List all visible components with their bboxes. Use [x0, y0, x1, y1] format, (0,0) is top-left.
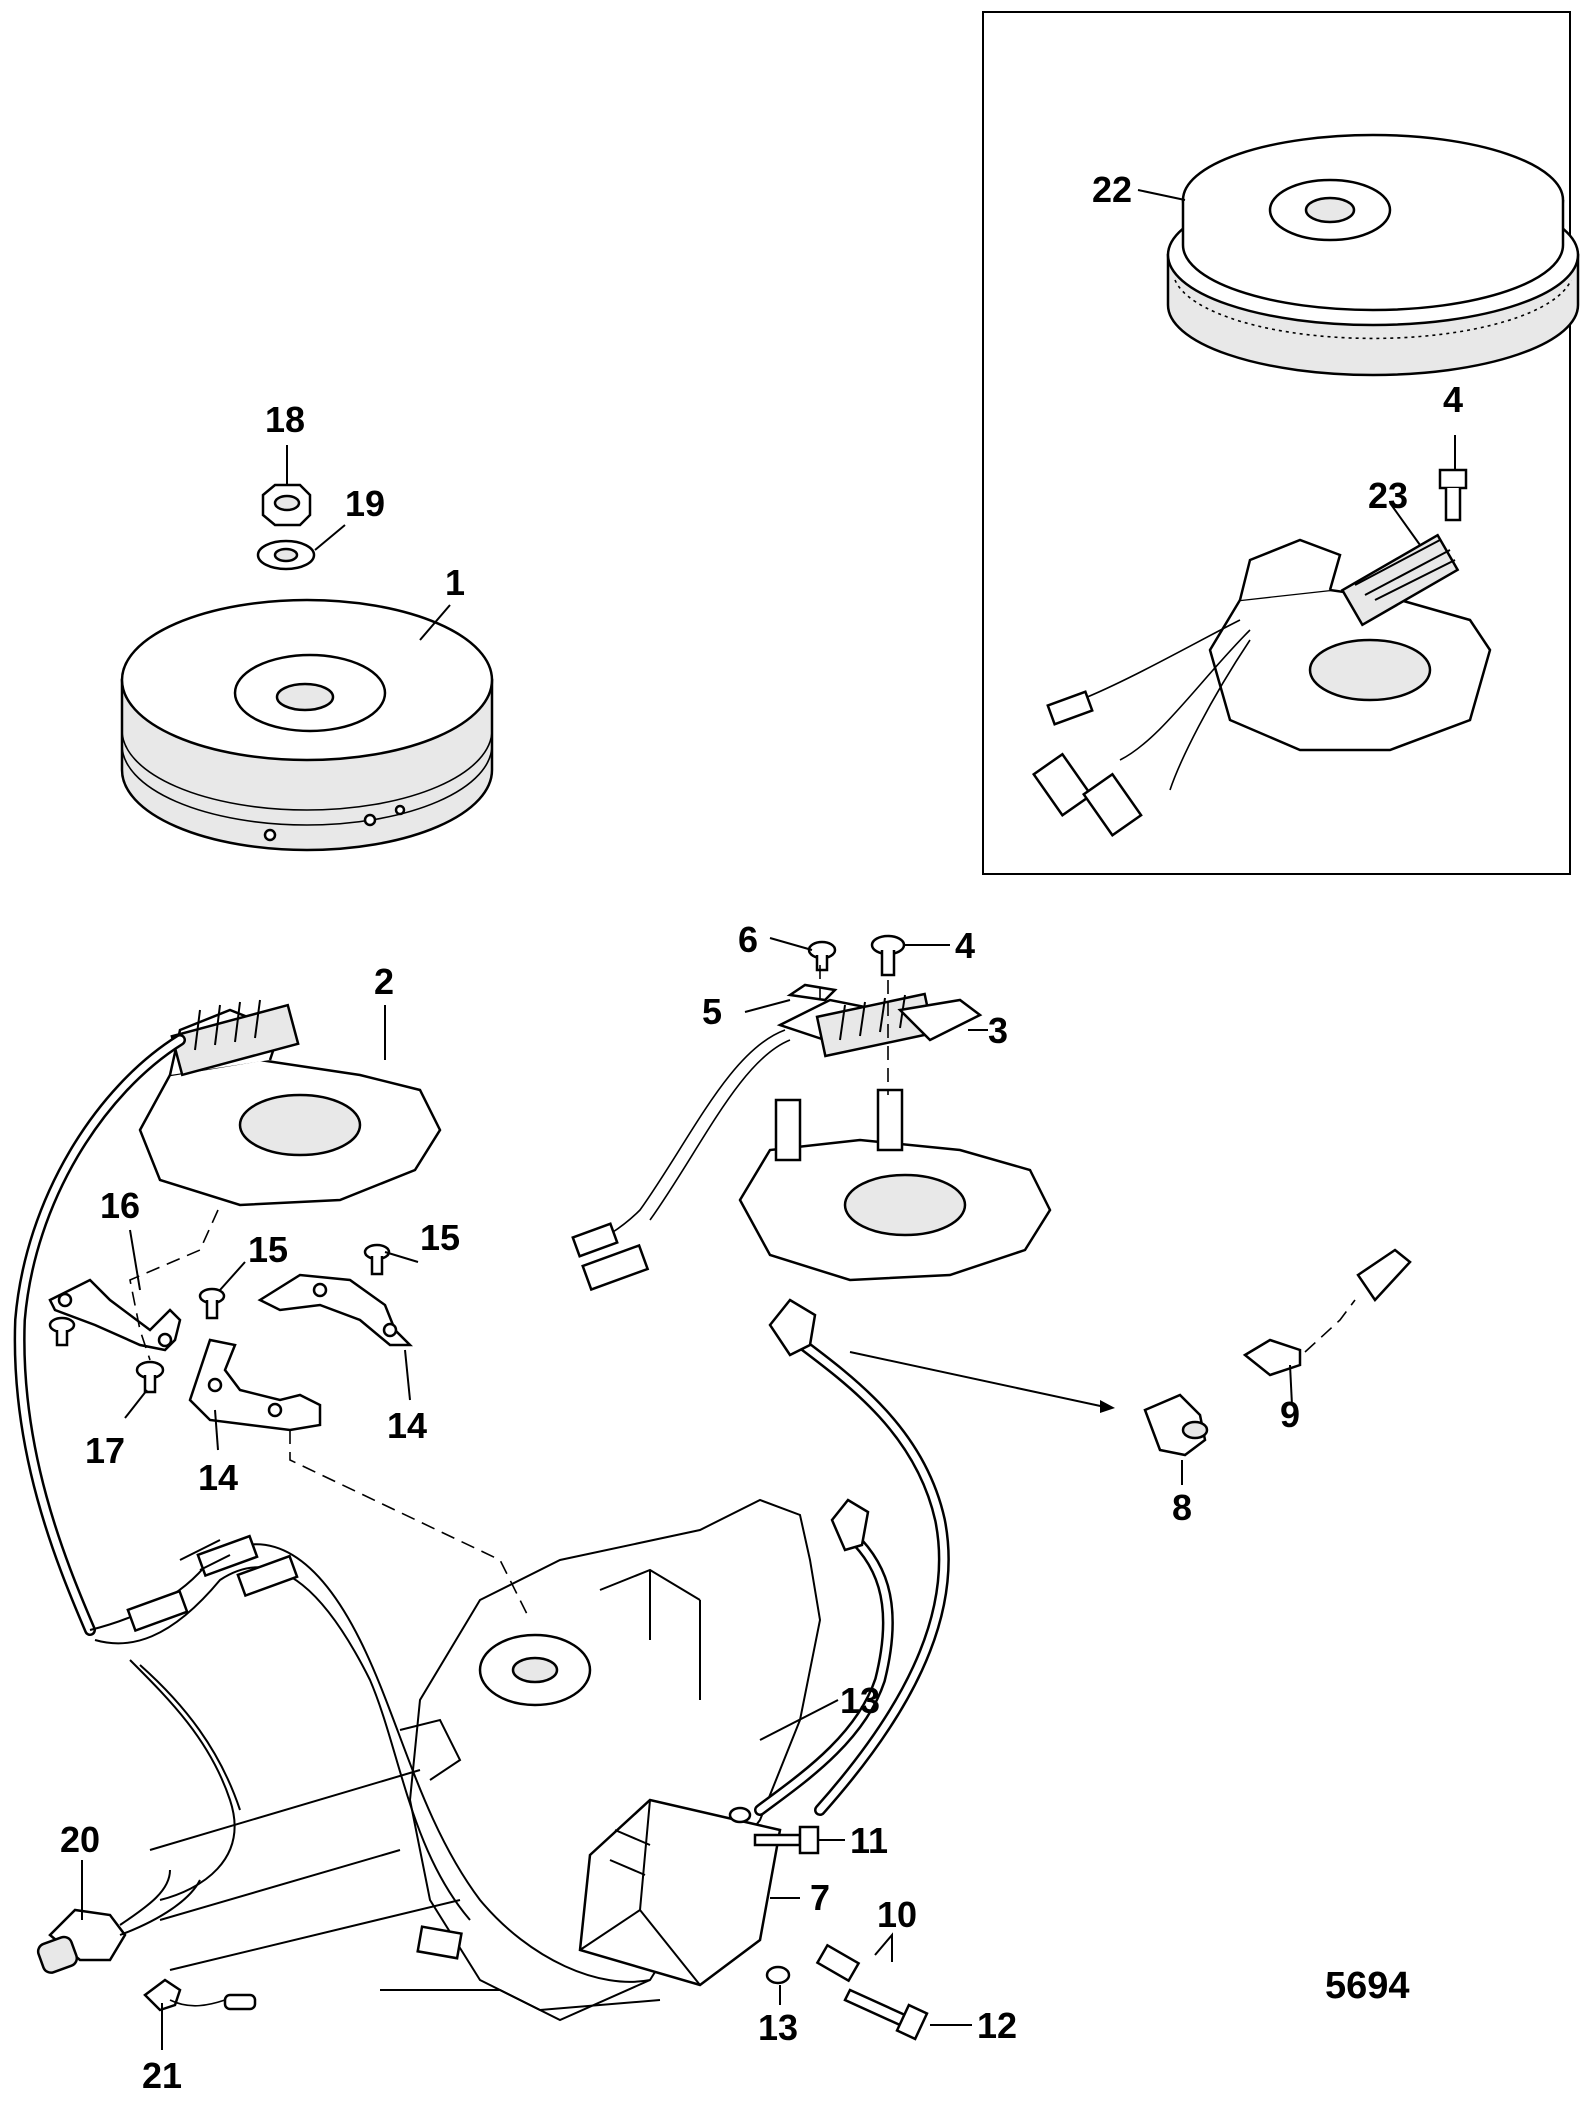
- stop-switch-20: [36, 1869, 201, 1974]
- wire-harness: [13, 1034, 651, 1983]
- stator-plate-left: [138, 999, 442, 1207]
- ignition-coil-3: [776, 992, 983, 1058]
- flywheel: [120, 598, 494, 852]
- clip-5: [786, 983, 838, 1002]
- stator-plate-inset: [1208, 533, 1492, 752]
- screw-6: [807, 940, 837, 972]
- plug-boot: [1356, 1248, 1412, 1303]
- inset-frame: [982, 11, 1571, 875]
- callout-labels: 22 4 23 18 19 1 2 6 4 5 3 16 15 15 14 14…: [60, 169, 1463, 2096]
- stator-plate-center: [738, 1088, 1052, 1282]
- callout-12: 12: [977, 2005, 1017, 2046]
- spark-plug-cap-8: [1143, 1393, 1209, 1457]
- terminal-9: [1242, 1338, 1302, 1377]
- callout-10: 10: [877, 1894, 917, 1935]
- callout-4-inset: 4: [1443, 379, 1463, 420]
- inset-wire-leads: [1031, 619, 1251, 837]
- bolt-12: [843, 1988, 929, 2041]
- callout-4: 4: [955, 925, 975, 966]
- plate-16: [48, 1278, 182, 1352]
- figure-number: 5694: [1325, 1965, 1410, 2007]
- callout-17: 17: [85, 1430, 125, 1471]
- coil-3-leads: [571, 1029, 791, 1292]
- callout-20: 20: [60, 1819, 100, 1860]
- callout-18: 18: [265, 399, 305, 440]
- screw-16-bolt: [48, 1316, 76, 1347]
- bolt-inset: [1438, 468, 1468, 522]
- callout-2: 2: [374, 961, 394, 1002]
- callout-23: 23: [1368, 475, 1408, 516]
- screw-4: [870, 934, 906, 977]
- callout-11: 11: [850, 1820, 888, 1861]
- callout-14-right: 14: [387, 1405, 427, 1446]
- callout-15-right: 15: [420, 1217, 460, 1258]
- callout-1: 1: [445, 562, 465, 603]
- assembly-lines: [129, 965, 1356, 1621]
- callout-3: 3: [988, 1010, 1008, 1051]
- callout-22: 22: [1092, 169, 1132, 210]
- callout-8: 8: [1172, 1487, 1192, 1528]
- callout-21: 21: [142, 2055, 182, 2096]
- callout-5: 5: [702, 991, 722, 1032]
- washer: [256, 539, 316, 571]
- high-tension-leads: [754, 1298, 950, 1816]
- bolt-11: [753, 1825, 820, 1855]
- callout-19: 19: [345, 483, 385, 524]
- callout-13-lower: 13: [758, 2007, 798, 2048]
- engine-block: [149, 1498, 822, 2022]
- washer-13-lower: [765, 1965, 791, 1985]
- plate-14-upper: [257, 1273, 414, 1347]
- ignition-pack-7: [578, 1798, 782, 1987]
- plate-14-lower: [188, 1338, 322, 1432]
- callout-15-left: 15: [248, 1229, 288, 1270]
- leader-lines: [81, 189, 1456, 2050]
- callout-9: 9: [1280, 1394, 1300, 1435]
- nut: [261, 483, 312, 527]
- callout-7: 7: [810, 1877, 830, 1918]
- flywheel-ring-gear: [1166, 133, 1580, 377]
- screw-15-right: [363, 1243, 391, 1276]
- spacer-10: [815, 1943, 861, 1983]
- terminal-21: [143, 1978, 257, 2012]
- callout-14-left: 14: [198, 1457, 238, 1498]
- washer-13-upper: [728, 1806, 752, 1824]
- callout-16: 16: [100, 1185, 140, 1226]
- screw-17: [135, 1360, 165, 1394]
- callout-13-upper: 13: [840, 1680, 880, 1721]
- screw-15-left: [198, 1287, 226, 1320]
- callout-6: 6: [738, 919, 758, 960]
